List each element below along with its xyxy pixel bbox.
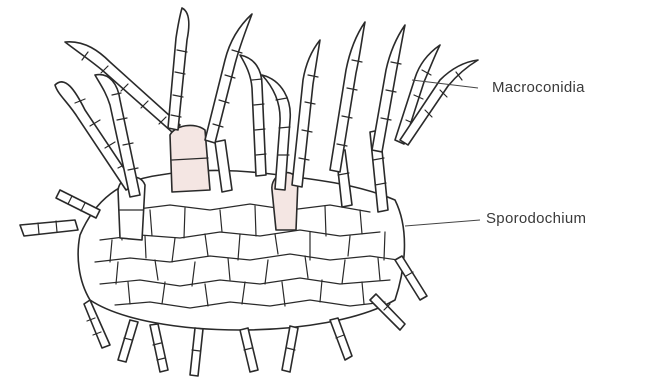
macroconidia xyxy=(55,8,478,197)
sporodochium-leader xyxy=(405,220,480,226)
sporodochium-label: Sporodochium xyxy=(486,210,586,227)
macroconidia-label: Macroconidia xyxy=(492,79,585,96)
